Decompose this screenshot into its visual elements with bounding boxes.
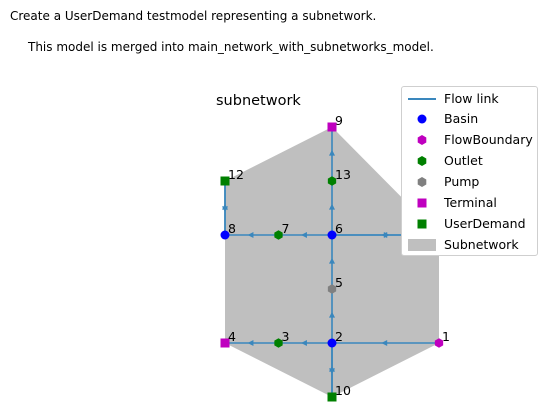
pump-node-5 — [327, 284, 337, 294]
legend-item-subnetwork: Subnetwork — [402, 235, 537, 255]
plot-title: subnetwork — [216, 93, 301, 109]
legend-label-pump: Pump — [444, 174, 480, 189]
node-label-9: 9 — [335, 113, 343, 128]
node-label-7: 7 — [282, 221, 290, 236]
node-label-4: 4 — [228, 329, 236, 344]
outlet-node-7 — [274, 230, 283, 240]
user-demand-marker-icon — [417, 219, 427, 229]
outlet-node-13 — [327, 176, 337, 186]
pump-marker-icon — [417, 177, 427, 187]
flow-arrow-6-7 — [301, 232, 307, 238]
flow-arrow-1-2 — [381, 340, 388, 346]
flow-arrow-13-9 — [329, 149, 335, 156]
subnetwork-patch-icon — [408, 239, 436, 251]
legend-label-basin: Basin — [444, 111, 479, 126]
flow-arrow-5-6 — [329, 257, 335, 264]
flow-arrow-10-2 — [329, 365, 335, 372]
node-label-1: 1 — [442, 329, 450, 344]
legend-label-user-demand: UserDemand — [444, 216, 526, 231]
flow-arrow-3-4 — [247, 340, 254, 346]
node-label-2: 2 — [335, 329, 343, 344]
legend-label-terminal: Terminal — [444, 195, 497, 210]
terminal-marker-icon — [417, 198, 427, 208]
basin-node-6 — [327, 230, 337, 240]
outlet-node-3 — [274, 338, 283, 348]
legend-item-basin: Basin — [402, 109, 537, 129]
flow-link-swatch-icon — [408, 98, 436, 100]
flow-arrow-2-3 — [301, 340, 307, 346]
legend-item-pump: Pump — [402, 172, 537, 192]
legend-label-subnetwork: Subnetwork — [444, 237, 519, 252]
flow-arrow-12-8 — [222, 206, 228, 213]
basin-node-2 — [327, 338, 337, 348]
flow-boundary-node-1 — [434, 338, 444, 348]
flow-boundary-marker-icon — [417, 135, 427, 145]
legend-item-user-demand: UserDemand — [402, 214, 537, 234]
user-demand-node-12 — [220, 176, 230, 186]
flow-arrow-11-6 — [381, 232, 388, 238]
legend-item-flow-link: Flow link — [402, 89, 537, 109]
basin-node-8 — [220, 230, 230, 240]
node-label-8: 8 — [228, 221, 236, 236]
legend-label-flow-boundary: FlowBoundary — [444, 132, 533, 147]
outlet-marker-icon — [417, 156, 427, 166]
terminal-node-4 — [220, 338, 230, 348]
node-label-6: 6 — [335, 221, 343, 236]
legend-item-outlet: Outlet — [402, 151, 537, 171]
legend-item-terminal: Terminal — [402, 193, 537, 213]
node-label-3: 3 — [282, 329, 290, 344]
node-label-13: 13 — [335, 167, 351, 182]
basin-marker-icon — [417, 114, 427, 124]
legend: Flow link Basin FlowBoundary Outlet Pump… — [401, 86, 538, 256]
docstring-line-1: Create a UserDemand testmodel representi… — [10, 9, 377, 23]
node-label-12: 12 — [228, 167, 244, 182]
flow-arrow-6-13 — [329, 203, 335, 210]
user-demand-node-10 — [327, 392, 337, 402]
terminal-node-9 — [327, 122, 337, 132]
legend-label-flow-link: Flow link — [444, 91, 499, 106]
node-label-10: 10 — [335, 383, 351, 398]
legend-label-outlet: Outlet — [444, 153, 483, 168]
docstring-line-2: This model is merged into main_network_w… — [28, 40, 434, 54]
flow-arrow-7-8 — [247, 232, 254, 238]
legend-item-flow-boundary: FlowBoundary — [402, 130, 537, 150]
node-label-5: 5 — [335, 275, 343, 290]
flow-arrow-2-5 — [329, 311, 335, 318]
